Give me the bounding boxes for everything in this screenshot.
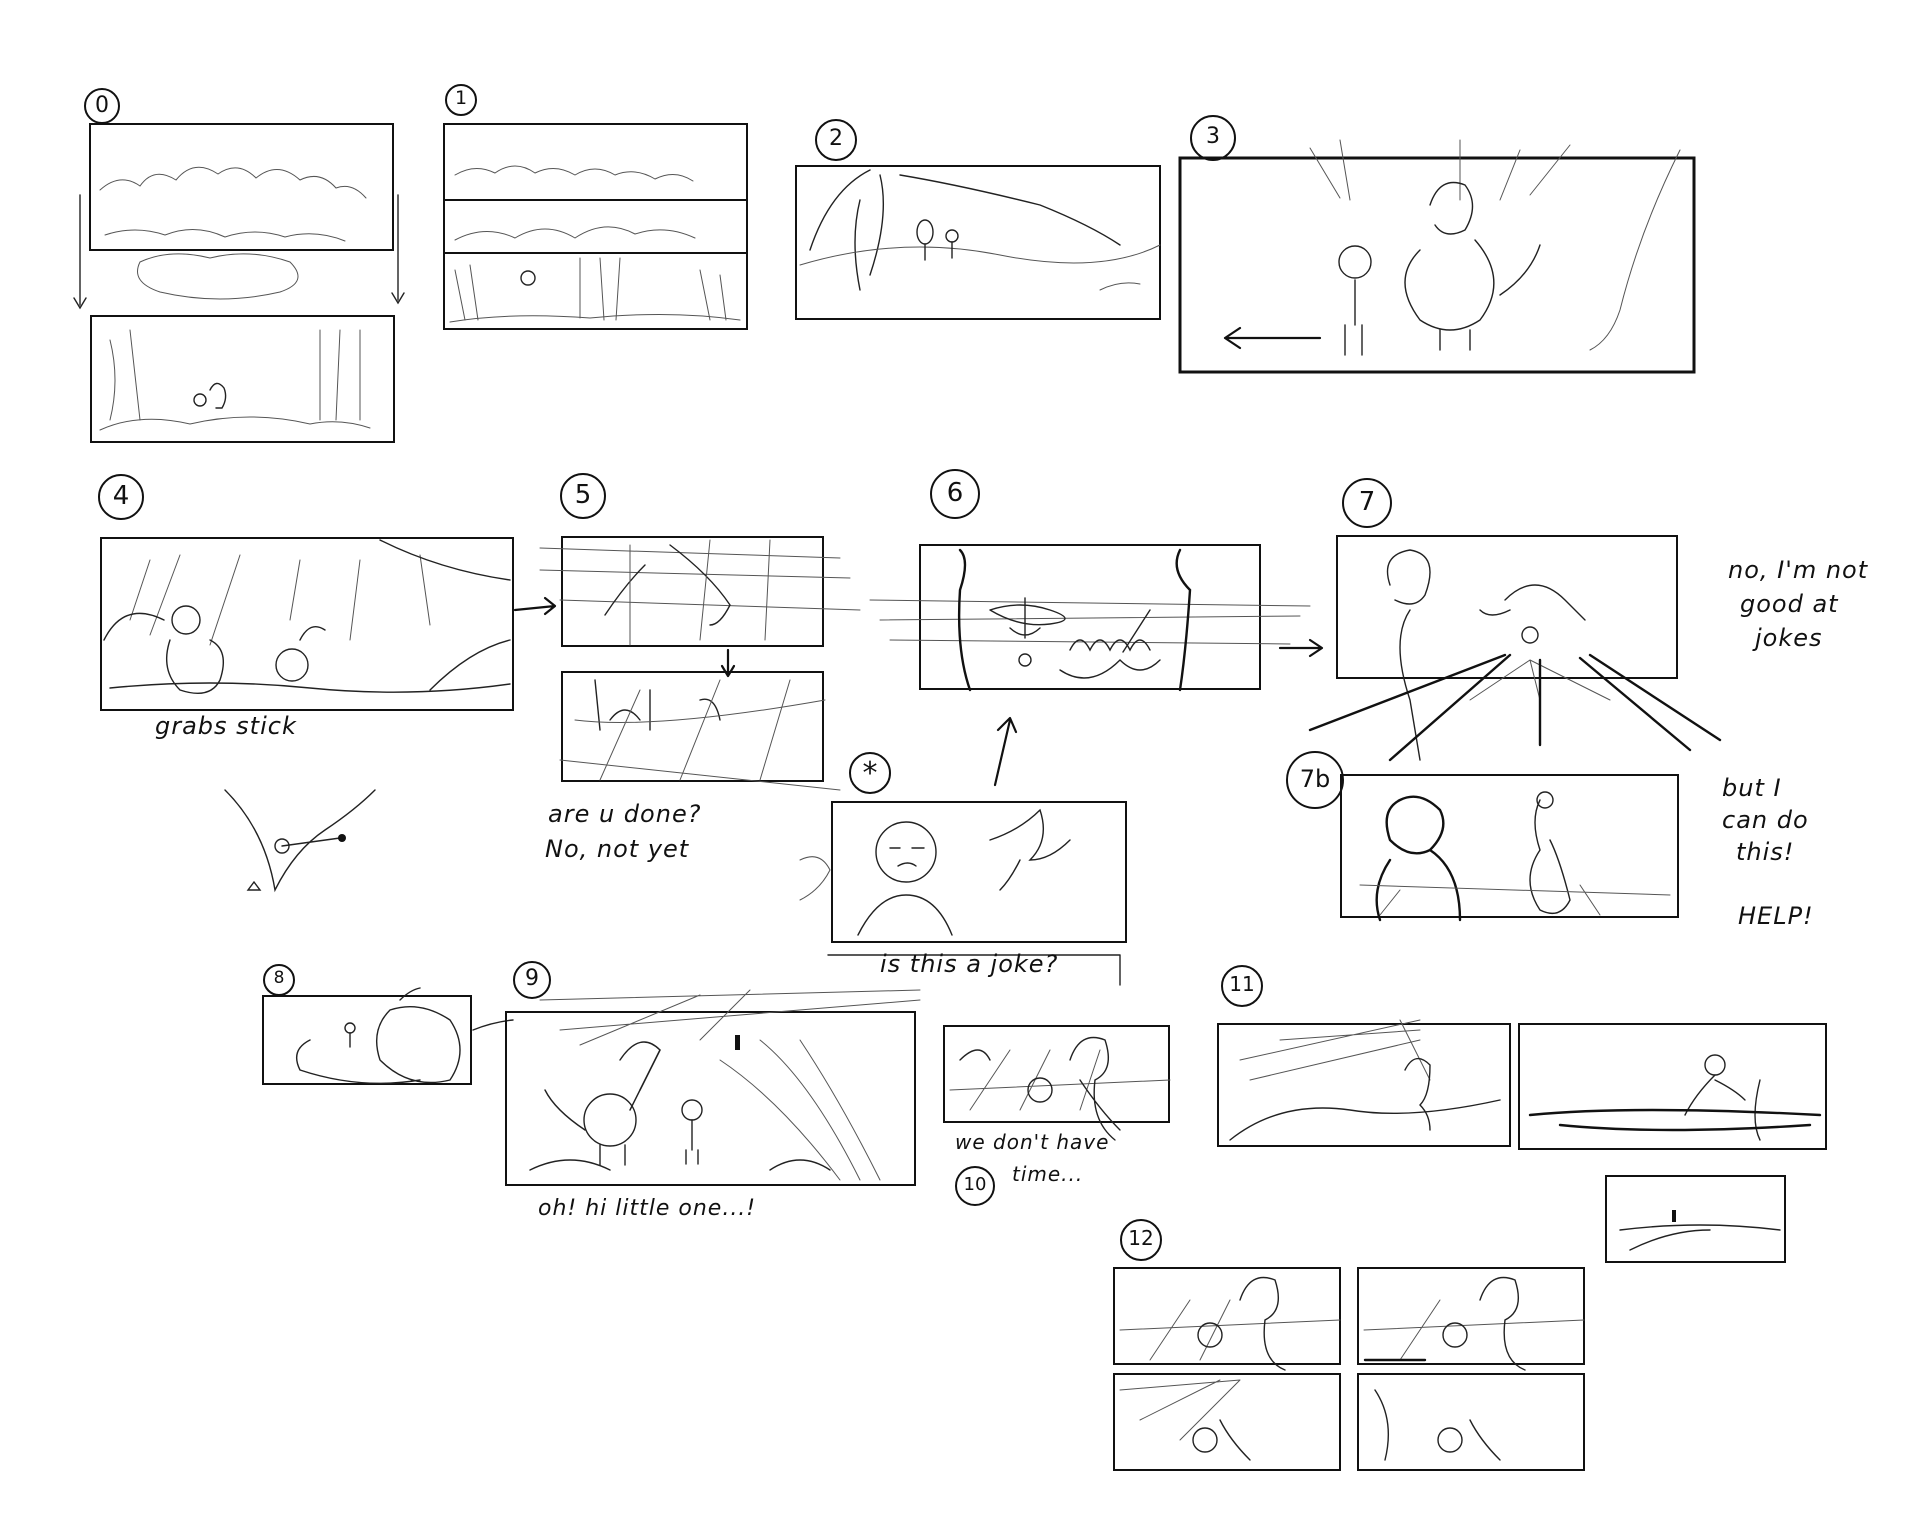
panel-number-star: * <box>862 756 878 791</box>
number-circle-7b <box>1286 751 1344 809</box>
panel-6 <box>869 544 1311 692</box>
panel-number-1: 1 <box>454 87 468 109</box>
caption-not-good-3: jokes <box>1755 624 1823 652</box>
panel-number-8: 8 <box>273 968 285 988</box>
number-circle-star <box>849 752 891 794</box>
panel-5 <box>539 536 861 791</box>
panel-number-7b: 7b <box>1299 765 1331 793</box>
caption-help: HELP! <box>1738 902 1814 930</box>
panel-number-7: 7 <box>1358 487 1376 517</box>
number-circle-11 <box>1221 965 1263 1007</box>
panel-star <box>799 801 1127 986</box>
caption-not-good-1: no, I'm not <box>1728 556 1869 584</box>
panel-0 <box>73 123 405 443</box>
number-circle-0 <box>84 88 120 124</box>
caption-but-i-2: can do <box>1722 806 1809 834</box>
number-circle-9 <box>513 961 551 999</box>
number-circle-12 <box>1120 1219 1162 1261</box>
panel-4-floorplan <box>224 789 376 893</box>
caption-hi-little-one: oh! hi little one...! <box>538 1196 757 1221</box>
panel-number-9: 9 <box>525 966 539 991</box>
panel-8 <box>262 987 514 1085</box>
number-circle-4 <box>98 474 144 520</box>
number-circle-5 <box>560 473 606 519</box>
panel-number-0: 0 <box>95 93 109 118</box>
panel-number-6: 6 <box>946 478 964 508</box>
number-circle-3 <box>1190 115 1236 161</box>
caption-but-i-1: but I <box>1722 774 1782 802</box>
arrow-6-to-7 <box>1278 638 1324 658</box>
number-circle-1 <box>445 84 477 116</box>
panel-number-3: 3 <box>1206 124 1220 149</box>
panel-7b <box>1340 774 1679 922</box>
number-circle-2 <box>815 119 857 161</box>
panel-2 <box>795 165 1161 320</box>
number-circle-8 <box>263 964 295 996</box>
panel-7 <box>1308 535 1722 762</box>
number-circle-10 <box>955 1166 995 1206</box>
panel-3 <box>1178 139 1696 374</box>
caption-but-i-3: this! <box>1736 838 1795 866</box>
panel-12 <box>1113 1267 1585 1471</box>
panel-9 <box>505 989 921 1186</box>
arrow-4-to-5 <box>513 596 557 616</box>
caption-no-time-2: time... <box>1012 1162 1084 1186</box>
panel-11 <box>1217 1019 1827 1263</box>
panel-number-12: 12 <box>1128 1226 1154 1250</box>
caption-not-yet: No, not yet <box>545 835 690 863</box>
panel-number-10: 10 <box>963 1174 987 1195</box>
panel-number-5: 5 <box>574 480 592 510</box>
caption-is-this-a-joke: is this a joke? <box>880 950 1059 978</box>
caption-are-u-done: are u done? <box>548 800 702 828</box>
panel-4 <box>100 537 514 711</box>
panel-number-11: 11 <box>1229 972 1255 996</box>
panel-number-4: 4 <box>112 481 130 511</box>
number-circle-6 <box>930 469 980 519</box>
caption-not-good-2: good at <box>1740 590 1839 618</box>
caption-grabs-stick: grabs stick <box>155 712 297 740</box>
panel-1 <box>443 123 748 330</box>
panel-10 <box>943 1025 1171 1141</box>
caption-no-time-1: we don't have <box>955 1130 1110 1154</box>
number-circle-7 <box>1342 478 1392 528</box>
arrow-star-to-6 <box>993 716 1018 787</box>
panel-number-2: 2 <box>829 126 843 151</box>
